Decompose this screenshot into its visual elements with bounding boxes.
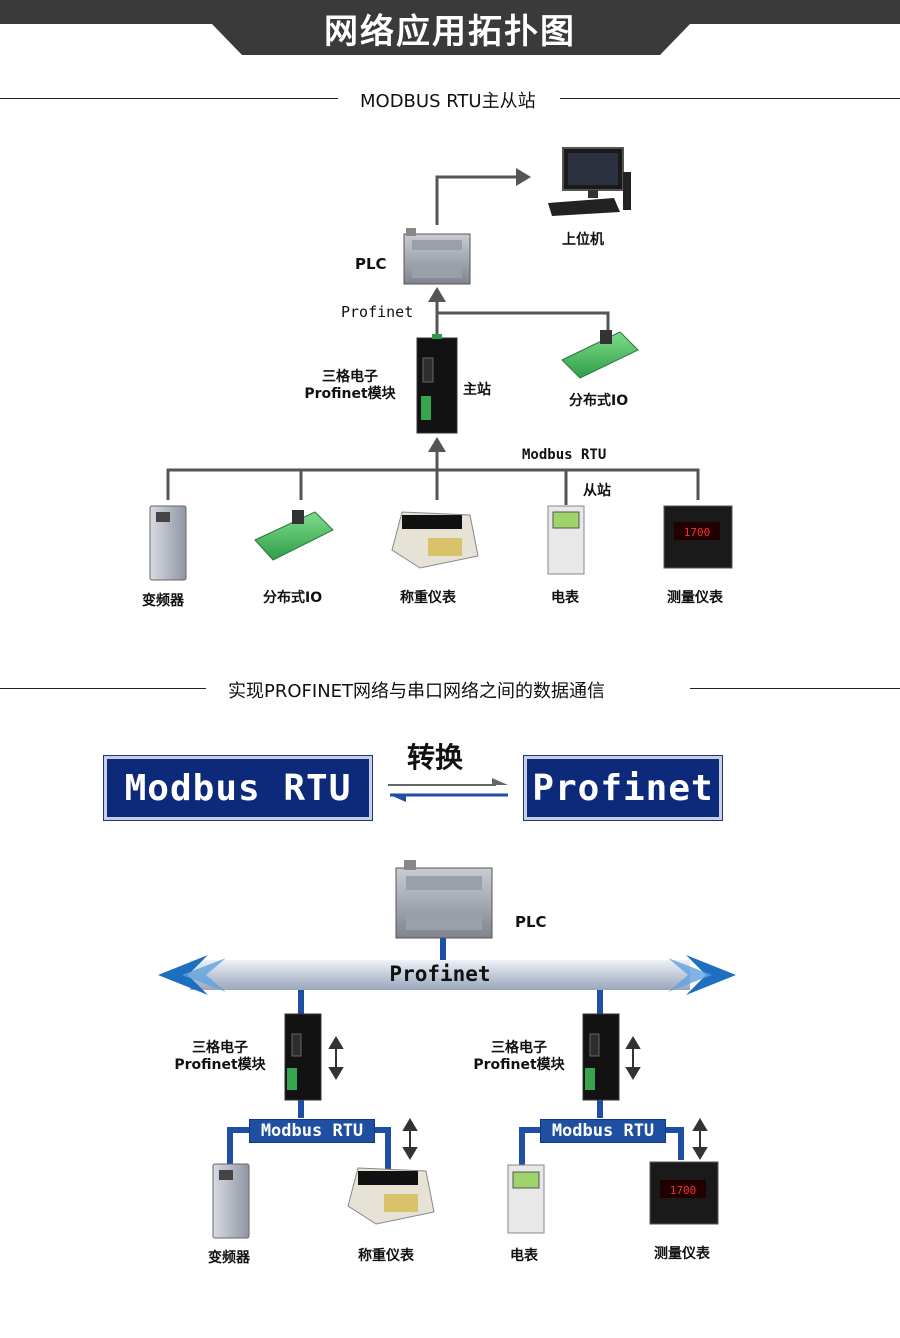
slave-label: 从站 [583, 483, 611, 499]
profinet-bus-bar [158, 955, 736, 995]
inverter-icon [149, 505, 187, 581]
left-device-label-inverter: 变频器 [208, 1250, 250, 1266]
plc-icon [403, 228, 471, 285]
weighing-indicator-icon-2 [347, 1167, 435, 1225]
right-modbus-bus-label: Modbus RTU [540, 1119, 666, 1143]
section2-rule-left [0, 688, 210, 689]
page-title: 网络应用拓扑图 [324, 12, 576, 52]
right-module-line1: 三格电子 [491, 1040, 547, 1056]
topology-diagram: 1700 [149, 147, 733, 581]
electric-meter-icon [547, 505, 585, 575]
profinet-bar-label: Profinet [389, 962, 491, 986]
right-device-label-meter: 电表 [510, 1248, 538, 1264]
electric-meter-icon-2 [507, 1164, 545, 1234]
left-module-line1: 三格电子 [192, 1040, 248, 1056]
module-label: 三格电子 Profinet模块 [300, 369, 400, 403]
left-modbus-bus-label: Modbus RTU [249, 1119, 375, 1143]
slave-label-dist-io: 分布式IO [263, 590, 323, 606]
left-module-line2: Profinet模块 [174, 1057, 266, 1073]
profinet-label: Profinet [341, 303, 414, 321]
pc-icon [548, 147, 631, 216]
modbus-rtu-box: Modbus RTU [104, 756, 372, 820]
weighing-indicator-icon [391, 511, 479, 569]
pc-label: 上位机 [562, 232, 604, 248]
section1-title: MODBUS RTU主从站 [338, 87, 558, 113]
conversion-arrows [388, 778, 508, 802]
profinet-module-icon [416, 334, 458, 434]
section2-title: 实现PROFINET网络与串口网络之间的数据通信 [206, 677, 628, 703]
module-label-line2: Profinet模块 [304, 386, 396, 402]
distributed-io-icon [561, 330, 639, 379]
plc-label: PLC [355, 255, 387, 273]
section2-rule-right [690, 688, 900, 689]
inverter-icon-2 [212, 1163, 250, 1239]
left-module-label: 三格电子 Profinet模块 [170, 1040, 270, 1074]
header-banner [0, 0, 900, 55]
convert-label: 转换 [407, 741, 464, 774]
slave-label-inverter: 变频器 [142, 593, 184, 609]
slave-label-measuring: 测量仪表 [667, 590, 723, 606]
right-module-icon [582, 1013, 620, 1101]
double-arrow-icons [328, 1036, 708, 1160]
left-device-label-weighing: 称重仪表 [358, 1248, 414, 1264]
svg-text:1700: 1700 [670, 1184, 697, 1197]
measuring-instrument-icon-2: 1700 [649, 1161, 719, 1225]
section1-rule-right [560, 98, 900, 99]
modbus-rtu-label: Modbus RTU [522, 447, 607, 463]
plc-icon-2 [395, 860, 493, 939]
slave-label-meter: 电表 [551, 590, 579, 606]
profinet-box: Profinet [524, 756, 722, 820]
measuring-instrument-icon: 1700 [663, 505, 733, 569]
svg-text:1700: 1700 [684, 526, 711, 539]
right-device-label-measuring: 测量仪表 [654, 1246, 710, 1262]
dist-io-top-label: 分布式IO [569, 393, 629, 409]
section1-rule-left [0, 98, 340, 99]
right-module-line2: Profinet模块 [473, 1057, 565, 1073]
right-module-label: 三格电子 Profinet模块 [469, 1040, 569, 1074]
plc-label-2: PLC [515, 913, 547, 931]
master-label: 主站 [463, 382, 491, 398]
plc-to-pc-link [435, 168, 531, 225]
slave-label-weighing: 称重仪表 [400, 590, 456, 606]
distributed-io-icon-2 [254, 510, 334, 561]
module-label-line1: 三格电子 [322, 369, 378, 385]
left-module-icon [284, 1013, 322, 1101]
